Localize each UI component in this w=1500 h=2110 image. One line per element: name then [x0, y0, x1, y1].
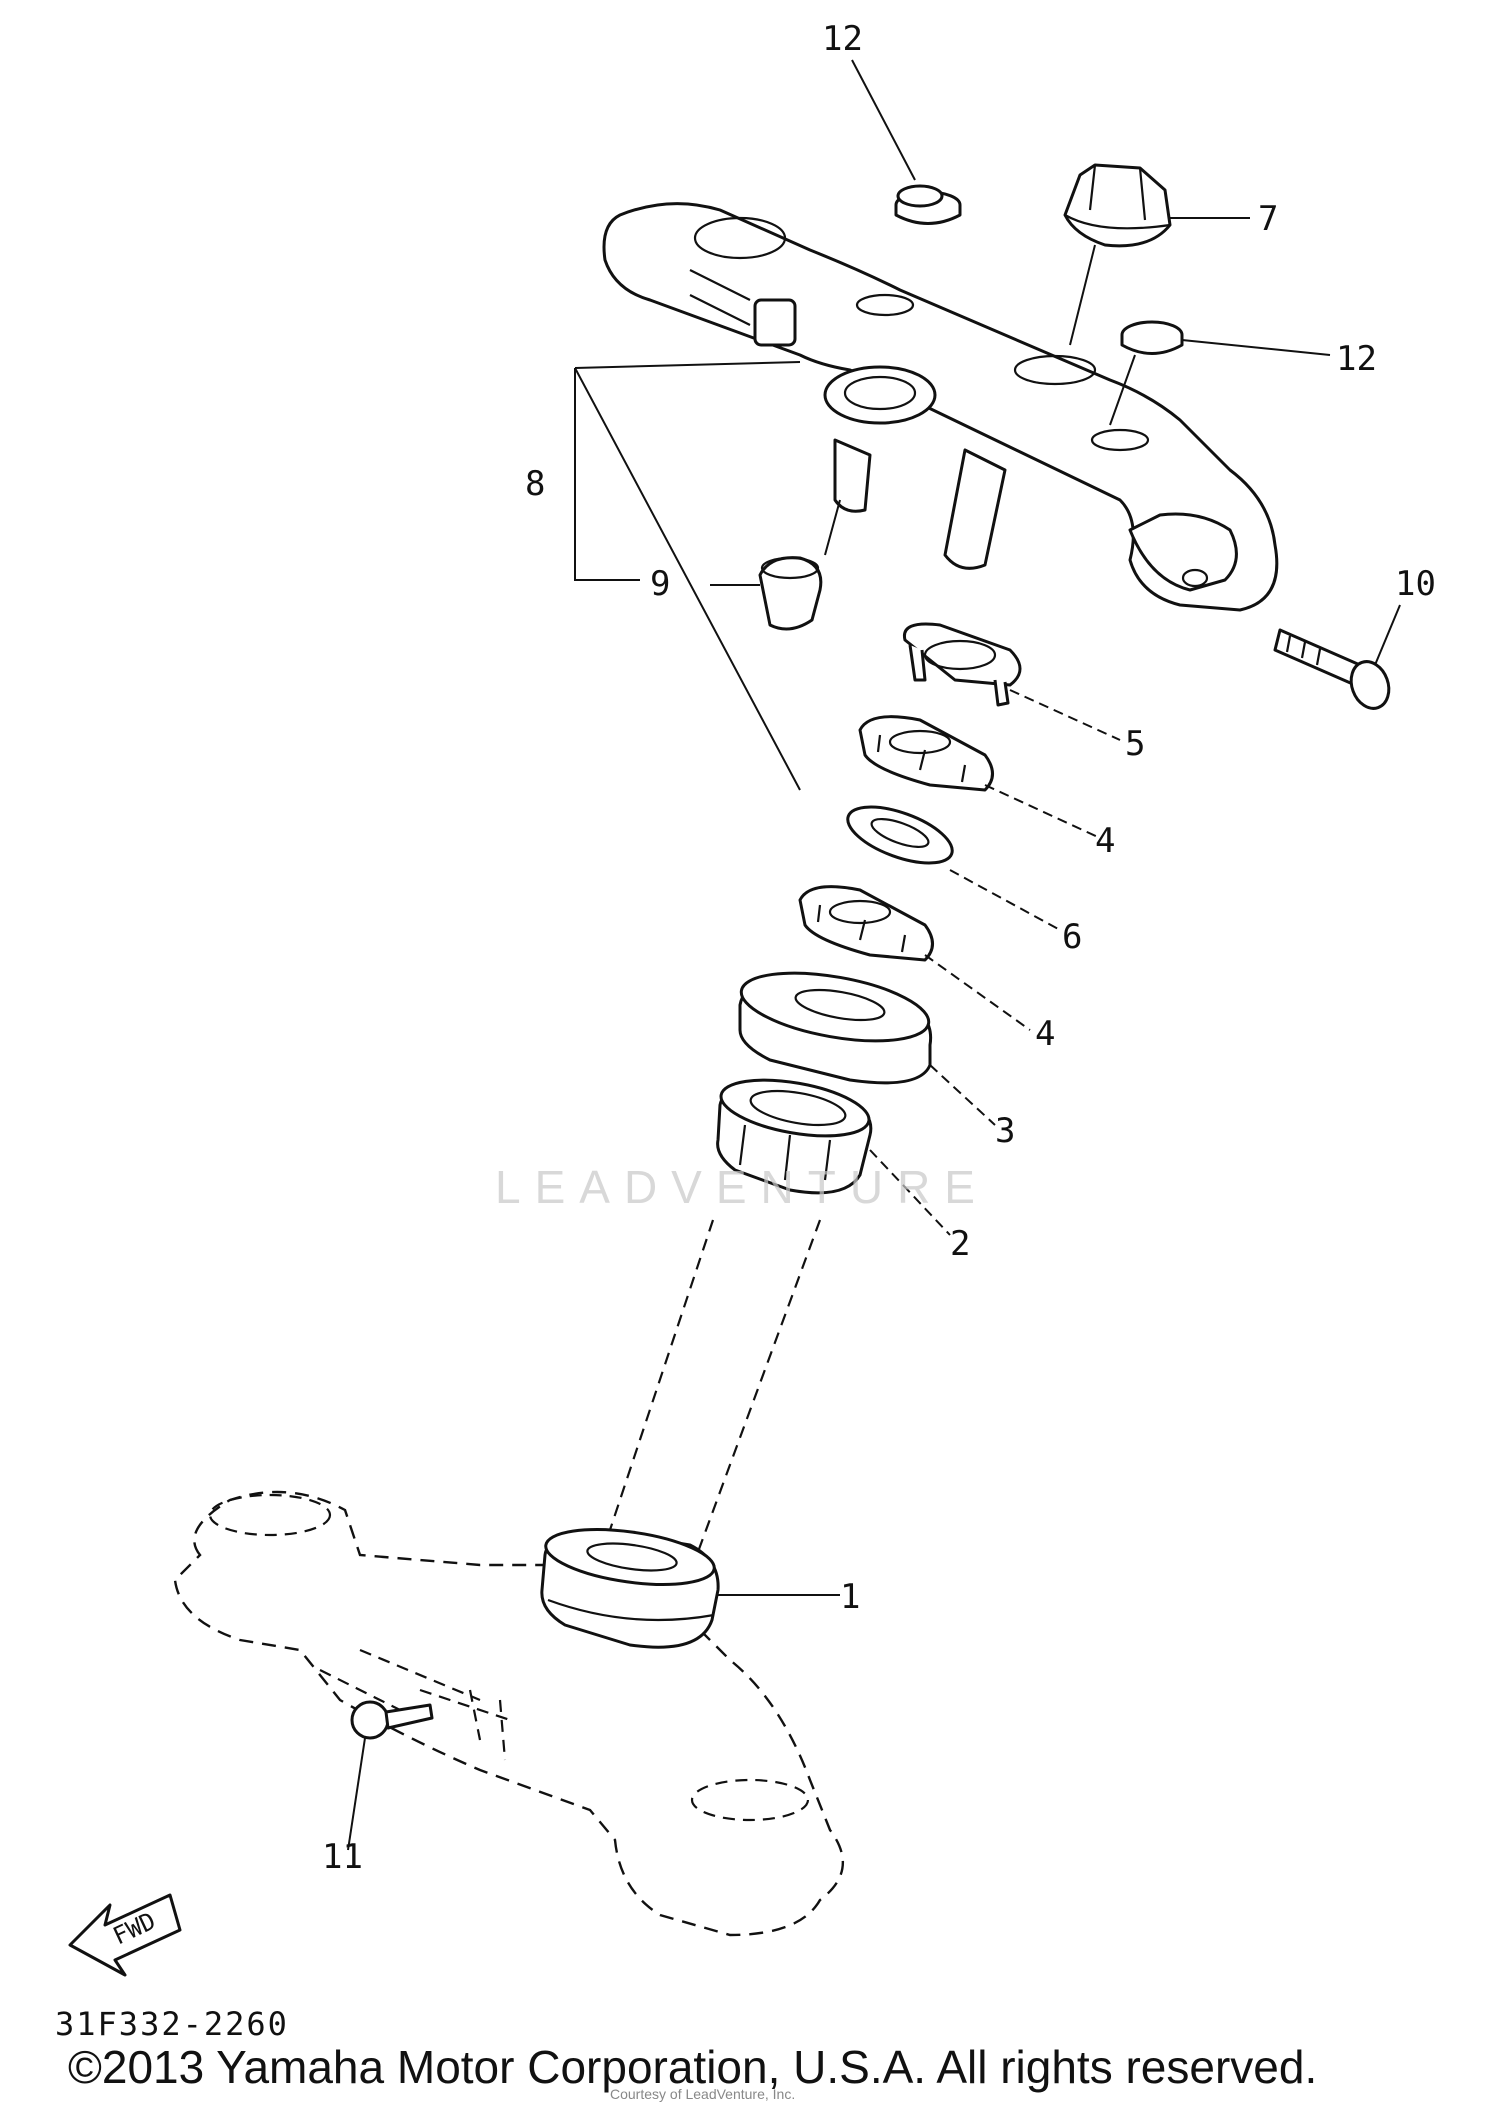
ring-nut-4-lower: [798, 885, 934, 962]
diagram-code: 31F332-2260: [55, 2005, 289, 2043]
callouts: 12 7 12 8 9 10 5 4 6 4 3 2 1 11: [322, 19, 1436, 1877]
fwd-arrow-icon: FWD: [68, 1893, 182, 1977]
callout-11: 11: [322, 1837, 363, 1877]
watermark: LEADVENTURE: [495, 1161, 989, 1213]
callout-9: 9: [650, 564, 670, 604]
callout-12-right: 12: [1336, 339, 1377, 379]
lock-washer-5: [902, 622, 1022, 707]
callout-6: 6: [1062, 917, 1082, 957]
collar-9: [758, 556, 823, 631]
stem-head-1: [540, 1528, 720, 1649]
ring-nut-4-upper: [858, 715, 994, 792]
upper-bracket: [602, 202, 1279, 612]
callout-1: 1: [840, 1577, 860, 1617]
cap-plug-12-right: [1120, 320, 1184, 355]
bearing-3: [738, 971, 933, 1085]
bearing-2: [716, 1078, 873, 1195]
bolt-11: [350, 1700, 434, 1740]
callout-5: 5: [1125, 724, 1145, 764]
callout-7: 7: [1258, 199, 1278, 239]
callout-10: 10: [1395, 564, 1436, 604]
cap-plug-12: [894, 184, 962, 225]
washer-6: [846, 805, 954, 865]
callout-12: 12: [822, 19, 863, 59]
copyright-text: ©2013 Yamaha Motor Corporation, U.S.A. A…: [68, 2041, 1318, 2093]
steering-nut-7: [1063, 163, 1172, 248]
callout-4-lower: 4: [1035, 1014, 1055, 1054]
fineprint: Courtesy of LeadVenture, Inc.: [610, 2086, 796, 2102]
callout-8: 8: [525, 464, 545, 504]
callout-3: 3: [995, 1111, 1015, 1151]
bolt-10: [1273, 628, 1391, 710]
lower-bracket: [173, 1490, 844, 1937]
leader-lines: [347, 59, 1401, 1851]
callout-4-upper: 4: [1095, 821, 1115, 861]
callout-2: 2: [950, 1224, 970, 1264]
